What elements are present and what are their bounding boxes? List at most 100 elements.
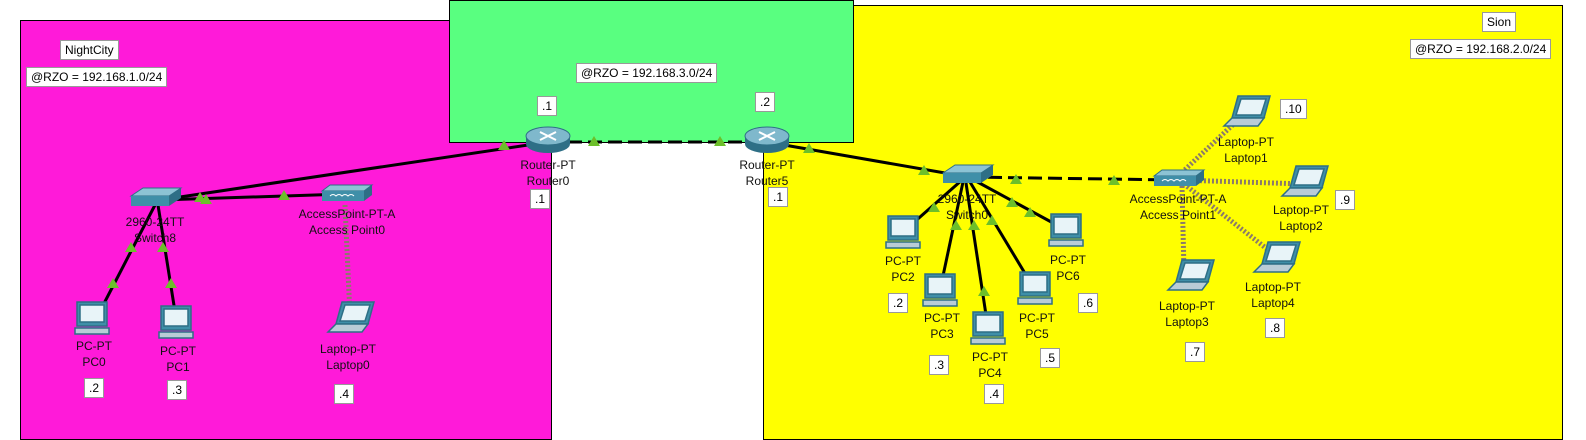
router-icon: [525, 126, 571, 153]
laptop4-label[interactable]: Laptop-PT Laptop4: [1245, 279, 1301, 311]
switch8-name: Switch8: [133, 231, 177, 245]
laptop-icon: [1222, 95, 1271, 127]
link-switch0-ap1: [967, 175, 1177, 182]
laptop4-name: Laptop4: [1251, 296, 1295, 310]
laptop2-ip: .9: [1335, 190, 1356, 210]
switch0-type: 2960-24TT: [937, 192, 997, 206]
port-up-icon: [107, 278, 119, 288]
wireless-ap1-laptop4: [1182, 182, 1278, 258]
laptop2-name: Laptop2: [1279, 219, 1323, 233]
port-up-icon: [918, 165, 930, 175]
pc0-name: PC0: [82, 355, 106, 369]
port-up-icon: [165, 278, 177, 288]
laptop-icon: [1166, 259, 1215, 291]
link-switch8-pc0: [96, 204, 157, 316]
laptop4-ip: .8: [1265, 318, 1286, 338]
router5-label[interactable]: Router-PT Router5: [739, 157, 794, 189]
laptop-icon: [326, 301, 375, 333]
zone-sion-network: @RZO = 192.168.2.0/24: [1410, 39, 1552, 59]
laptop1-type: Laptop-PT: [1217, 135, 1275, 149]
pc3-name: PC3: [930, 327, 954, 341]
pc1-type: PC-PT: [160, 344, 196, 358]
router5-ip-backbone: .2: [755, 92, 776, 112]
port-up-icon: [928, 202, 940, 212]
laptop4-type: Laptop-PT: [1244, 280, 1302, 294]
laptop-icon: [1252, 241, 1301, 273]
laptop1-name: Laptop1: [1224, 151, 1268, 165]
port-up-icon: [125, 242, 137, 252]
zone-nightcity-name: NightCity: [60, 40, 119, 60]
ap0-name: Access Point0: [308, 223, 386, 237]
laptop0-type: Laptop-PT: [319, 342, 377, 356]
port-up-icon: [278, 190, 290, 200]
ap0-label[interactable]: AccessPoint-PT-A Access Point0: [299, 206, 396, 238]
pc1-label[interactable]: PC-PT PC1: [160, 343, 196, 375]
switch0-label[interactable]: 2960-24TT Switch0: [938, 191, 997, 223]
pc-icon: [885, 215, 921, 249]
pc-icon: [970, 311, 1006, 345]
zone-nightcity-network: @RZO = 192.168.1.0/24: [26, 67, 168, 87]
laptop1-label[interactable]: Laptop-PT Laptop1: [1218, 134, 1274, 166]
link-router5-switch0: [766, 140, 969, 179]
switch8-label[interactable]: 2960-24TT Switch8: [126, 214, 185, 246]
port-up-icon: [714, 136, 726, 146]
link-switch0-pc3: [938, 181, 965, 291]
pc6-name: PC6: [1056, 269, 1080, 283]
router5-ip-sion: .1: [768, 187, 789, 207]
pc-icon: [922, 273, 958, 307]
pc3-label[interactable]: PC-PT PC3: [924, 310, 960, 342]
ap1-type: AccessPoint-PT-A: [1129, 192, 1227, 206]
laptop0-ip: .4: [334, 384, 355, 404]
port-up-icon: [200, 194, 212, 204]
laptop3-label[interactable]: Laptop-PT Laptop3: [1159, 298, 1215, 330]
ap0-type: AccessPoint-PT-A: [298, 207, 396, 221]
pc4-type: PC-PT: [972, 350, 1008, 364]
ap1-label[interactable]: AccessPoint-PT-A Access Point1: [1130, 191, 1227, 223]
router0-type: Router-PT: [520, 158, 576, 172]
router0-label[interactable]: Router-PT Router0: [520, 157, 575, 189]
pc5-ip: .5: [1040, 348, 1061, 368]
pc5-label[interactable]: PC-PT PC5: [1019, 310, 1055, 342]
pc5-name: PC5: [1025, 327, 1049, 341]
switch8-type: 2960-24TT: [125, 215, 185, 229]
pc0-type: PC-PT: [76, 339, 112, 353]
link-switch0-pc4: [964, 182, 990, 329]
router5-type: Router-PT: [739, 158, 795, 172]
pc3-type: PC-PT: [924, 311, 960, 325]
pc2-label[interactable]: PC-PT PC2: [885, 253, 921, 285]
laptop2-type: Laptop-PT: [1272, 203, 1330, 217]
pc2-type: PC-PT: [885, 254, 921, 268]
port-up-icon: [968, 220, 980, 230]
port-up-icon: [978, 286, 990, 296]
pc1-ip: .3: [167, 380, 188, 400]
access-point-icon: [320, 184, 374, 201]
access-point-icon: [1152, 169, 1206, 186]
pc6-label[interactable]: PC-PT PC6: [1050, 252, 1086, 284]
link-switch8-pc1: [156, 204, 178, 319]
laptop0-label[interactable]: Laptop-PT Laptop0: [320, 341, 376, 373]
router-icon: [744, 126, 790, 153]
wireless-ap0-laptop0: [342, 204, 353, 317]
ap1-name: Access Point1: [1139, 208, 1217, 222]
switch-icon: [941, 164, 995, 183]
pc4-label[interactable]: PC-PT PC4: [972, 349, 1008, 381]
port-up-icon: [986, 215, 998, 225]
laptop0-name: Laptop0: [326, 358, 370, 372]
laptop1-ip: .10: [1280, 99, 1307, 119]
port-up-icon: [588, 136, 600, 146]
port-up-icon: [803, 143, 815, 153]
pc-icon: [1048, 213, 1084, 247]
port-up-icon: [950, 220, 962, 230]
pc0-ip: .2: [84, 378, 105, 398]
zone-backbone-network: @RZO = 192.168.3.0/24: [576, 63, 718, 83]
zone-sion-name: Sion: [1482, 12, 1517, 32]
laptop2-label[interactable]: Laptop-PT Laptop2: [1273, 202, 1329, 234]
pc4-ip: .4: [984, 384, 1005, 404]
laptop3-name: Laptop3: [1165, 315, 1209, 329]
port-up-icon: [1010, 174, 1022, 184]
link-router0-switch8: [159, 140, 549, 202]
pc0-label[interactable]: PC-PT PC0: [76, 338, 112, 370]
pc2-ip: .2: [888, 293, 909, 313]
router5-name: Router5: [745, 174, 789, 188]
